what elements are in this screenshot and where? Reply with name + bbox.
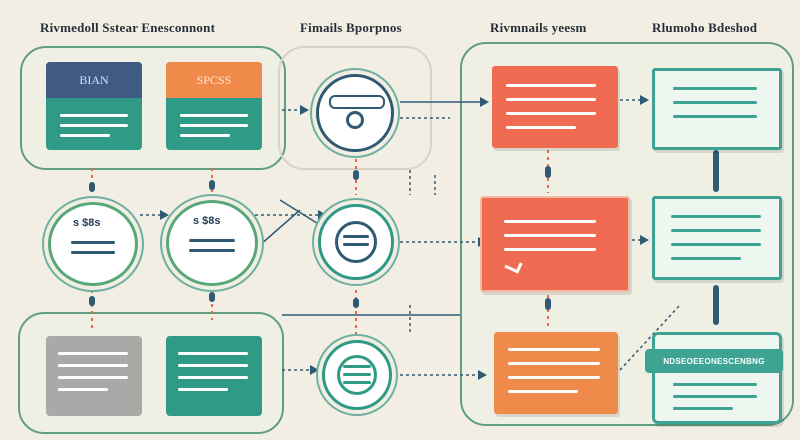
circle-node-2-label: s $8s [193, 215, 221, 227]
text-line [189, 249, 235, 252]
systems-card-1[interactable] [492, 66, 618, 148]
text-line [508, 390, 578, 393]
text-line [506, 126, 576, 129]
text-line [60, 134, 110, 137]
text-line [673, 383, 757, 386]
circle-node-2[interactable]: s $8s [166, 200, 258, 286]
circle-node-4[interactable] [322, 340, 392, 410]
text-line [508, 362, 600, 365]
text-line [671, 243, 761, 246]
circle-node-1-label: s $8s [73, 217, 101, 229]
text-line [506, 98, 596, 101]
method-banner: NDSEOEEONESCENBNG [645, 349, 783, 373]
header-systems: Rivmnails yeesm [490, 20, 587, 35]
text-line [673, 395, 757, 398]
text-line [343, 373, 371, 376]
text-line [180, 124, 248, 127]
circle-node-1[interactable]: s $8s [48, 202, 138, 286]
card-bian-label: BIAN [46, 62, 142, 98]
text-line [71, 251, 115, 254]
text-line [58, 364, 128, 367]
text-line [58, 388, 108, 391]
lens-bar [329, 95, 385, 109]
text-line [671, 215, 761, 218]
method-card-3[interactable]: NDSEOEEONESCENBNG [645, 332, 783, 424]
text-line [189, 239, 235, 242]
inner-ring [335, 221, 377, 263]
text-line [60, 114, 128, 117]
card-spcss[interactable]: SPCSS [166, 62, 262, 150]
systems-card-2[interactable] [480, 196, 630, 292]
text-line [504, 220, 596, 223]
card-spcss-label: SPCSS [166, 62, 262, 98]
header-method: Rlumoho Bdeshod [652, 20, 758, 35]
capture-circle[interactable] [316, 74, 394, 152]
header-responses: Fimails Bporpnos [300, 20, 402, 35]
text-line [673, 115, 757, 118]
header-system-environment: Rivmedoll Sstear Enesconnont [40, 20, 216, 35]
card-gray[interactable] [46, 336, 142, 416]
text-line [504, 248, 596, 251]
text-line [508, 348, 600, 351]
text-line [504, 234, 596, 237]
systems-card-3[interactable] [494, 332, 618, 414]
text-line [673, 407, 733, 410]
circle-node-3[interactable] [318, 204, 394, 280]
text-line [178, 364, 248, 367]
text-line [58, 376, 128, 379]
text-line [343, 381, 371, 384]
method-card-1[interactable] [652, 68, 782, 150]
text-line [178, 376, 248, 379]
text-line [343, 243, 369, 246]
text-line [671, 257, 741, 260]
text-line [506, 84, 596, 87]
text-line [343, 365, 371, 368]
card-teal[interactable] [166, 336, 262, 416]
text-line [673, 87, 757, 90]
text-line [180, 114, 248, 117]
text-line [60, 124, 128, 127]
text-line [178, 388, 228, 391]
text-line [71, 241, 115, 244]
text-line [343, 235, 369, 238]
text-line [673, 101, 757, 104]
inner-ring [337, 355, 377, 395]
text-line [671, 229, 761, 232]
method-card-2[interactable] [652, 196, 782, 280]
card-bian[interactable]: BIAN [46, 62, 142, 150]
check-icon [504, 257, 523, 274]
text-line [58, 352, 128, 355]
text-line [178, 352, 248, 355]
lens-icon [346, 111, 364, 129]
text-line [506, 112, 596, 115]
text-line [508, 376, 600, 379]
text-line [180, 134, 230, 137]
